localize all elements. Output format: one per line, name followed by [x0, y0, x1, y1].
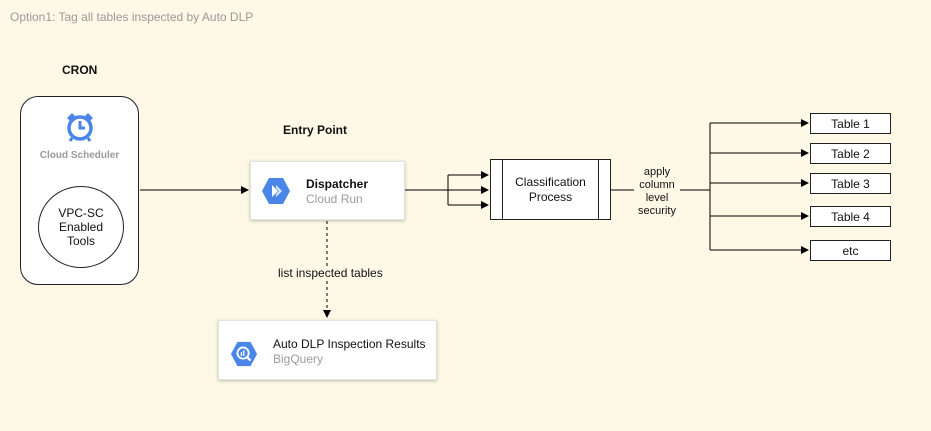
table-node-3: Table 3: [810, 173, 891, 194]
dispatcher-node: Dispatcher Cloud Run: [250, 161, 405, 220]
apply-security-label: apply column level security: [634, 166, 680, 218]
table-node-1: Table 1: [810, 113, 891, 134]
list-inspected-tables-label: list inspected tables: [276, 266, 385, 280]
vpc-line: Enabled: [58, 220, 104, 234]
bigquery-results-node: Auto DLP Inspection Results BigQuery: [218, 320, 437, 380]
process-line: Process: [528, 189, 573, 204]
vpc-line: VPC-SC: [58, 206, 104, 220]
classification-process-node: Classification Process: [490, 159, 611, 220]
table-node-2: Table 2: [810, 143, 891, 164]
table-node-4: Table 4: [810, 206, 891, 227]
entry-point-title: Entry Point: [283, 123, 348, 137]
dispatcher-title: Dispatcher: [306, 177, 369, 191]
table-node-etc: etc: [810, 240, 891, 261]
apply-line: level: [645, 192, 669, 204]
apply-line: security: [638, 205, 676, 217]
vpc-sc-tools-node: VPC-SC Enabled Tools: [38, 186, 124, 268]
process-line: Classification: [515, 174, 586, 189]
dispatcher-subtitle: Cloud Run: [306, 192, 363, 206]
bigquery-subtitle: BigQuery: [273, 352, 324, 366]
apply-line: apply: [643, 166, 671, 178]
apply-line: column: [639, 179, 675, 191]
cloud-scheduler-label: Cloud Scheduler: [39, 150, 120, 161]
cloud-run-icon: [262, 178, 290, 204]
cron-title: CRON: [62, 63, 98, 77]
bigquery-title: Auto DLP Inspection Results: [273, 337, 426, 351]
diagram-caption: Option1: Tag all tables inspected by Aut…: [10, 10, 254, 24]
bigquery-icon: [230, 341, 258, 367]
vpc-line: Tools: [66, 234, 95, 248]
alarm-clock-icon: [67, 113, 93, 142]
